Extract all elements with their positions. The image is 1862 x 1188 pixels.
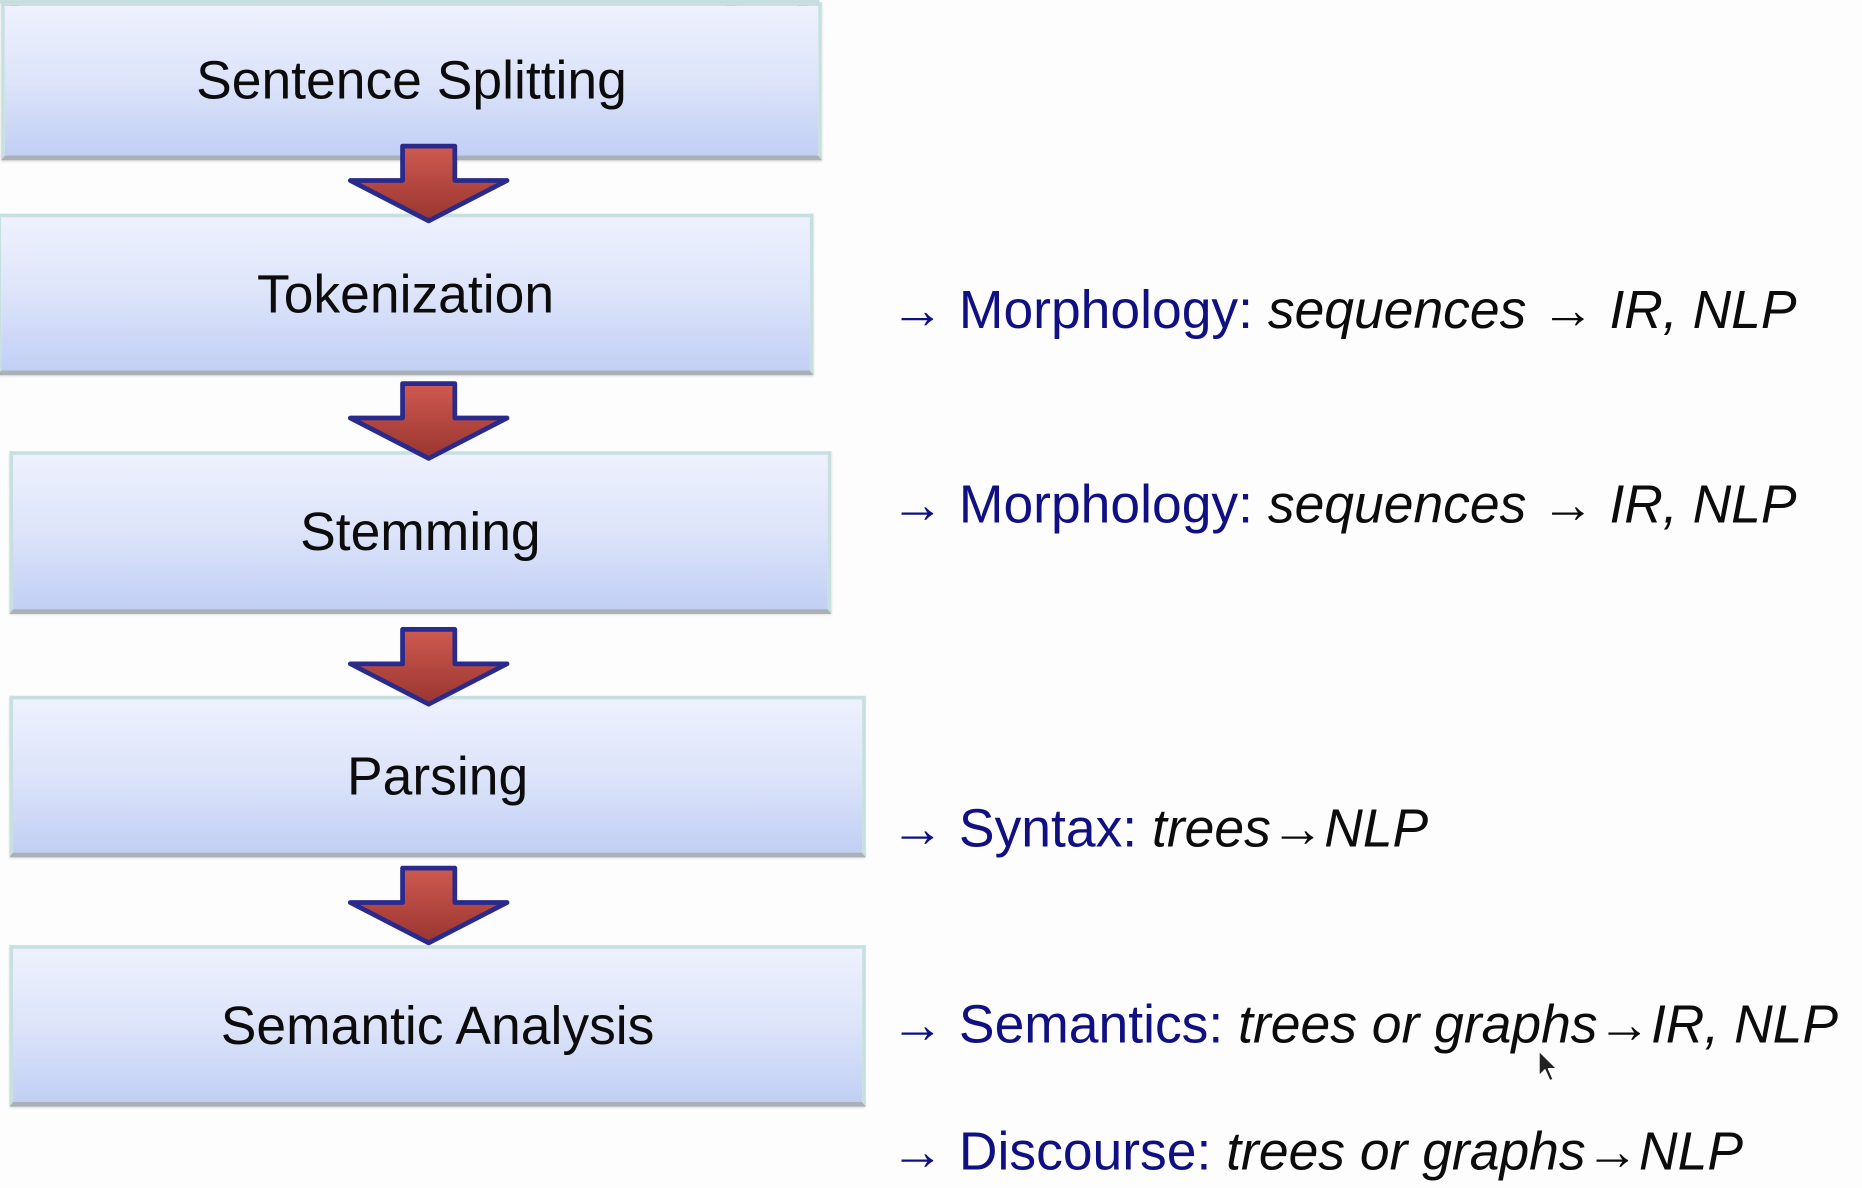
down-arrow-icon (347, 627, 510, 707)
arrow-glyph: → (890, 993, 959, 1055)
annotation-sep: : (1196, 1121, 1227, 1182)
arrow-glyph: → (890, 798, 959, 859)
annotation-key: Semantics (958, 993, 1209, 1055)
annotation-sep: : (1122, 798, 1153, 859)
step-sentence-splitting: Sentence Splitting (1, 2, 822, 161)
down-arrow-icon (347, 143, 510, 224)
annotation-value: trees→NLP (1152, 798, 1429, 859)
annotation-key: Discourse (958, 1121, 1197, 1182)
annotation-value: trees or graphs→IR, NLP (1238, 993, 1839, 1055)
annotation-morphology-1: → Morphology: sequences → IR, NLP (891, 283, 1797, 336)
annotation-value: sequences → IR, NLP (1267, 473, 1797, 535)
annotation-semantics: → Semantics: trees or graphs→IR, NLP (891, 998, 1838, 1051)
annotation-morphology-2: → Morphology: sequences → IR, NLP (891, 477, 1797, 530)
annotation-syntax: → Syntax: trees→NLP (891, 802, 1429, 855)
mouse-cursor-icon (1538, 1050, 1558, 1082)
step-stemming: Stemming (9, 451, 832, 614)
annotation-key: Syntax (958, 798, 1123, 859)
down-arrow-icon (347, 865, 510, 946)
arrow-glyph: → (890, 279, 959, 340)
step-label: Semantic Analysis (220, 994, 655, 1056)
step-label: Sentence Splitting (196, 49, 627, 111)
step-parsing: Parsing (9, 695, 866, 858)
step-label: Parsing (346, 745, 529, 806)
step-semantic-analysis: Semantic Analysis (9, 945, 866, 1107)
annotation-value: sequences → IR, NLP (1267, 279, 1797, 340)
annotation-sep: : (1238, 279, 1268, 340)
arrow-glyph: → (890, 1121, 959, 1182)
arrow-glyph: → (890, 473, 959, 535)
step-label: Tokenization (256, 263, 555, 324)
step-label: Stemming (300, 501, 541, 562)
annotation-value: trees or graphs→NLP (1226, 1121, 1744, 1182)
down-arrow-icon (347, 381, 510, 461)
annotation-sep: : (1238, 473, 1268, 535)
annotation-key: Morphology (958, 279, 1239, 340)
annotation-discourse: → Discourse: trees or graphs→NLP (891, 1125, 1743, 1178)
step-tokenization: Tokenization (0, 213, 814, 376)
annotation-sep: : (1208, 993, 1239, 1055)
annotation-key: Morphology (958, 473, 1239, 535)
